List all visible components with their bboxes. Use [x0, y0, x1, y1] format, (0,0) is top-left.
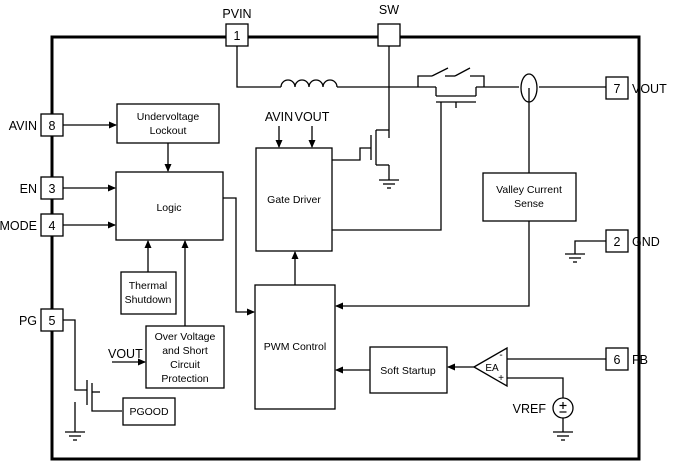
svg-text:Valley Current: Valley Current	[496, 184, 562, 196]
svg-text:Protection: Protection	[161, 373, 208, 385]
pin-number: 2	[614, 235, 621, 249]
pin-number: 4	[49, 219, 56, 233]
pin-name: VOUT	[632, 82, 667, 96]
ovp-vout-label: VOUT	[108, 347, 143, 361]
pin-number: 1	[234, 29, 241, 43]
undervoltage-lockout-block: Undervoltage Lockout	[116, 103, 220, 144]
vref-label: VREF	[513, 402, 547, 416]
pin-name: GND	[632, 235, 660, 249]
pin-name: SW	[379, 3, 399, 17]
error-amplifier: EA - +	[472, 346, 508, 388]
pin-number: 6	[614, 353, 621, 367]
svg-text:PGOOD: PGOOD	[129, 406, 169, 418]
chip-outline	[50, 35, 641, 461]
pin-number: 3	[49, 182, 56, 196]
pin-6-fb: 6 FB	[605, 347, 648, 371]
soft-startup-block: Soft Startup	[369, 346, 448, 394]
pin-7-vout: 7 VOUT	[605, 76, 667, 100]
svg-text:Logic: Logic	[156, 202, 181, 214]
pin-number: 5	[49, 314, 56, 328]
logic-block: Logic	[115, 171, 224, 241]
svg-text:and Short: and Short	[162, 345, 208, 357]
pin-name: MODE	[0, 219, 37, 233]
thermal-shutdown-block: Thermal Shutdown	[120, 271, 177, 315]
valley-current-sense-block: Valley Current Sense	[482, 172, 577, 222]
pin-name: FB	[632, 353, 648, 367]
pin-sw: SW	[377, 3, 401, 47]
pgood-block: PGOOD	[122, 397, 176, 426]
svg-text:-: -	[499, 350, 502, 361]
pin-name: AVIN	[9, 119, 37, 133]
svg-text:Sense: Sense	[514, 198, 544, 210]
svg-text:Undervoltage: Undervoltage	[137, 111, 200, 123]
pin-number: 7	[614, 82, 621, 96]
over-voltage-protection-block: Over Voltage and Short Circuit Protectio…	[145, 325, 225, 389]
pin-5-pg: 5 PG	[19, 308, 64, 332]
svg-text:PWM Control: PWM Control	[264, 341, 326, 353]
wiring	[63, 46, 606, 441]
svg-text:Lockout: Lockout	[150, 125, 187, 137]
pin-3-en: 3 EN	[20, 176, 64, 200]
svg-text:+: +	[498, 373, 504, 384]
pin-8-avin: 8 AVIN	[9, 113, 64, 137]
pin-2-gnd: 2 GND	[605, 229, 660, 253]
svg-text:Shutdown: Shutdown	[125, 294, 172, 306]
current-sensor	[520, 73, 538, 103]
pin-1-pvin: 1 PVIN	[222, 7, 252, 47]
svg-text:Over Voltage: Over Voltage	[155, 331, 216, 343]
svg-text:Gate Driver: Gate Driver	[267, 194, 321, 206]
vref-source: VREF	[513, 397, 574, 419]
svg-text:EA: EA	[485, 363, 499, 374]
gate-driver-block: Gate Driver	[255, 147, 333, 252]
pin-4-mode: 4 MODE	[0, 213, 64, 237]
pin-name: PG	[19, 314, 37, 328]
pin-name: EN	[20, 182, 37, 196]
gate-vout-label: VOUT	[295, 110, 330, 124]
svg-text:Thermal: Thermal	[129, 280, 168, 292]
pin-name: PVIN	[222, 7, 251, 21]
pin-number: 8	[49, 119, 56, 133]
gate-avin-label: AVIN	[265, 110, 293, 124]
pwm-control-block: PWM Control	[254, 284, 336, 410]
svg-text:Circuit: Circuit	[170, 359, 200, 371]
svg-text:Soft Startup: Soft Startup	[380, 365, 436, 377]
